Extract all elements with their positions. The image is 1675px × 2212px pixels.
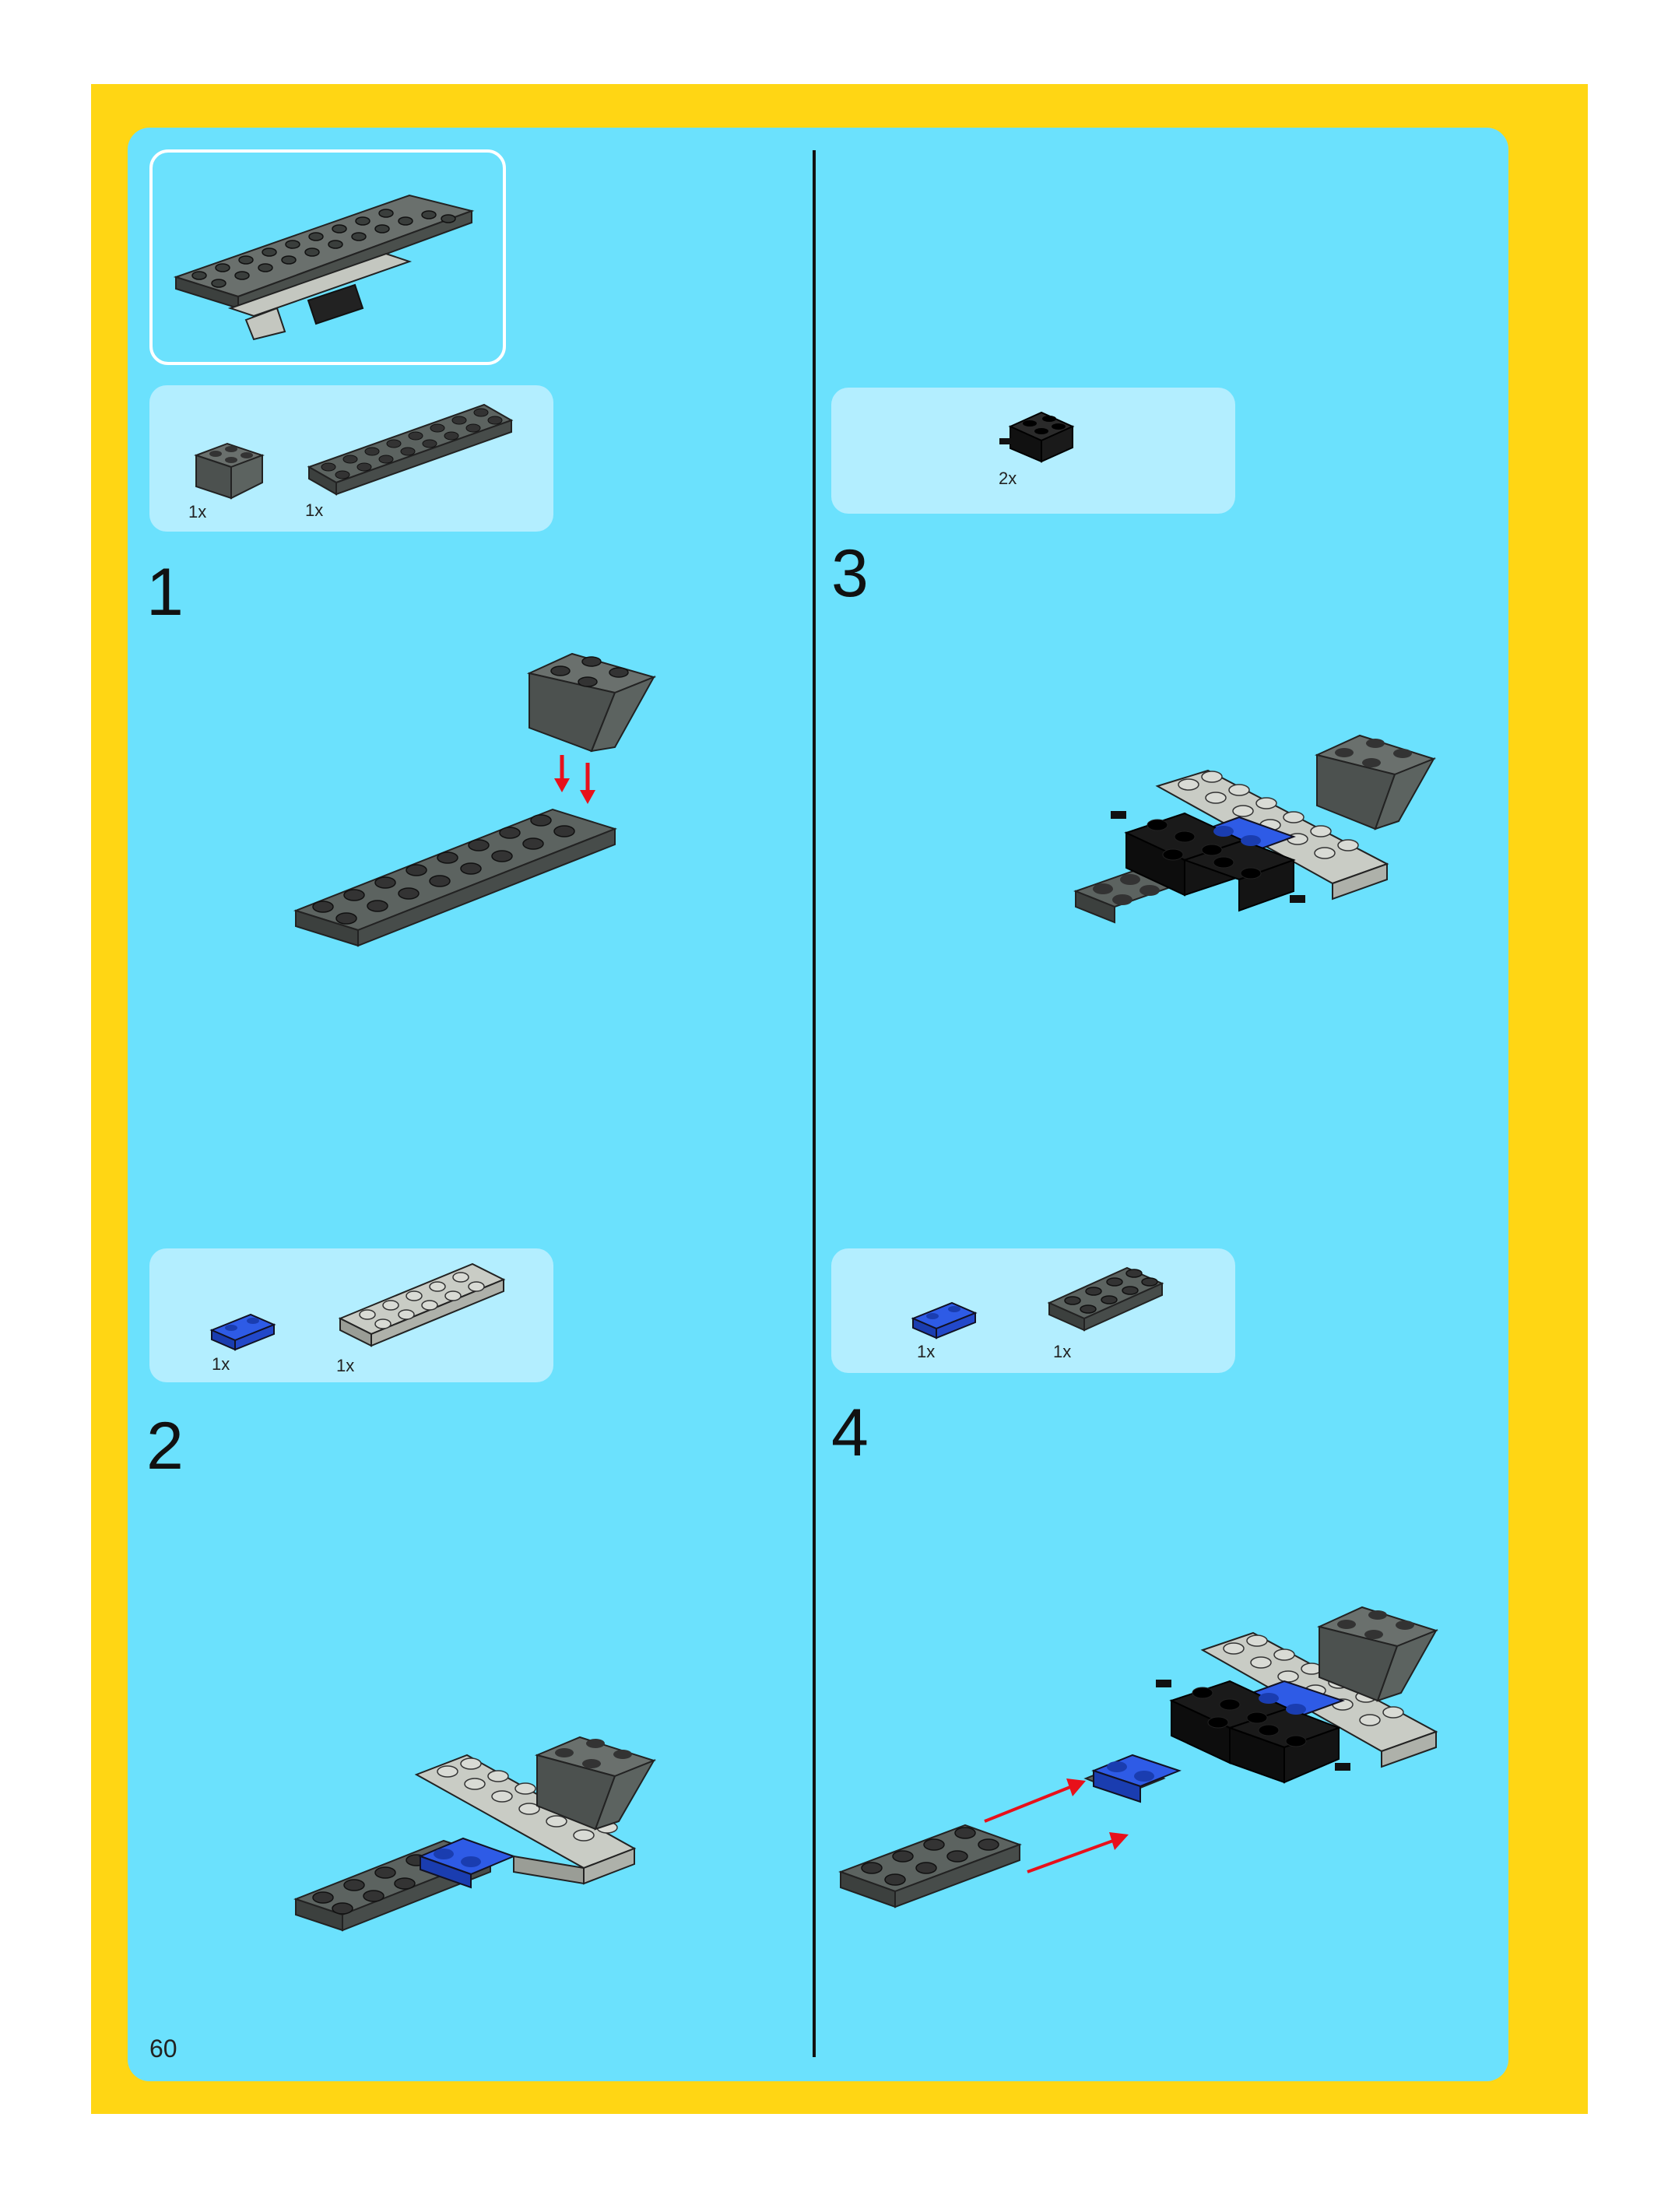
step-1-assembly-icon	[288, 638, 677, 965]
part-quantity: 1x	[212, 1354, 230, 1375]
plate-2x8-dark-gray-icon	[305, 393, 523, 502]
step-number: 4	[831, 1399, 869, 1466]
step-number: 1	[146, 559, 184, 626]
part-quantity: 2x	[999, 469, 1017, 489]
part-quantity: 1x	[336, 1356, 354, 1376]
plate-1x2-blue-icon	[208, 1311, 278, 1357]
part-quantity: 1x	[188, 502, 206, 522]
submodel-assembly-icon	[153, 153, 509, 368]
plate-2x6-light-gray-icon	[336, 1252, 523, 1361]
step-2-assembly-icon	[288, 1712, 677, 1961]
plate-1x2-blue-icon	[909, 1299, 979, 1346]
step-3-assembly-icon	[1068, 724, 1457, 988]
parts-list-step-3: 2x	[831, 388, 1235, 514]
part-quantity: 1x	[305, 500, 323, 521]
plate-2x4-dark-gray-icon	[1045, 1256, 1178, 1350]
parts-list-step-1: 1x 1x	[149, 385, 553, 532]
step-4-assembly-icon	[837, 1603, 1459, 1946]
step-number: 3	[831, 540, 869, 607]
brick-with-pins-black-icon	[995, 403, 1088, 473]
inverted-slope-brick-dark-gray-icon	[188, 432, 282, 510]
parts-list-step-2: 1x 1x	[149, 1248, 553, 1382]
column-divider	[813, 150, 816, 2057]
parts-list-step-4: 1x 1x	[831, 1248, 1235, 1373]
submodel-preview	[149, 149, 506, 365]
part-quantity: 1x	[917, 1342, 935, 1362]
part-quantity: 1x	[1053, 1342, 1071, 1362]
page-number: 60	[149, 2035, 177, 2063]
step-number: 2	[146, 1413, 184, 1480]
